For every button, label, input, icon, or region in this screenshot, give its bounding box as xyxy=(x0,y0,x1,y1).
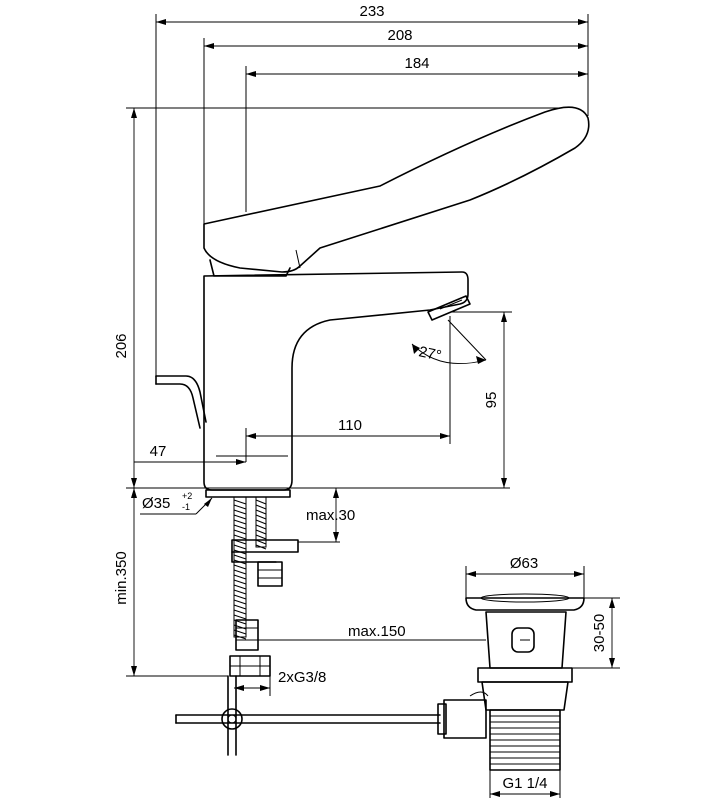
hose-braid-line xyxy=(233,594,247,600)
label-hose-flange: max.150 xyxy=(348,623,406,640)
hose-braid-line xyxy=(255,509,267,515)
label-base-diameter: Ø35 xyxy=(142,495,170,512)
hose-braid-line xyxy=(233,574,247,580)
hose-braid-line xyxy=(255,534,267,540)
label-connections: 2xG3/8 xyxy=(278,669,326,686)
hose-braid-line xyxy=(233,584,247,590)
label-waste-thread: G1 1/4 xyxy=(502,775,547,792)
hose-braid-line xyxy=(233,514,247,520)
label-waste-diameter: Ø63 xyxy=(510,555,538,572)
hose-braid-line xyxy=(233,604,247,610)
long-lever-handle xyxy=(203,106,590,277)
hose-braid-line xyxy=(233,614,247,620)
label-spout-height: 95 xyxy=(483,392,500,409)
dimension-labels: 233 208 184 206 95 110 47 Ø35 +2 -1 max.… xyxy=(113,3,608,792)
label-hose-length: min.350 xyxy=(113,551,130,604)
label-base-offset: 47 xyxy=(150,443,167,460)
hose-braid-line xyxy=(233,554,247,560)
hose-braid-line xyxy=(233,589,247,595)
hose-braid-line xyxy=(255,519,267,525)
label-spray-angle: 27° xyxy=(417,343,443,364)
hose-braid-line xyxy=(233,569,247,575)
label-total-width: 233 xyxy=(359,3,384,20)
label-deck-thickness: max.30 xyxy=(306,507,355,524)
hose-braid-line xyxy=(233,534,247,540)
supply-hoses xyxy=(229,496,299,677)
label-base-tol-minus: -1 xyxy=(182,502,190,512)
hose-braid-line xyxy=(255,504,267,510)
hose-braid-line xyxy=(255,529,267,535)
hose-braid-line xyxy=(233,544,247,550)
pop-up-waste xyxy=(437,593,585,771)
hose-braid-line xyxy=(233,564,247,570)
hose-braid-line xyxy=(233,599,247,605)
hose-braid-line xyxy=(233,529,247,535)
pull-rod xyxy=(175,675,441,756)
label-total-height: 206 xyxy=(113,333,130,358)
hose-braid-line xyxy=(255,524,267,530)
drain-lever xyxy=(155,375,207,429)
dimension-lines xyxy=(126,14,620,798)
hose-braid-line xyxy=(233,504,247,510)
label-spout-projection: 110 xyxy=(338,417,362,434)
hose-braid-line xyxy=(233,499,247,505)
hose-braid-line xyxy=(255,499,267,505)
label-lever-reach: 184 xyxy=(404,55,429,72)
label-base-tol-plus: +2 xyxy=(182,491,192,501)
hose-braid-line xyxy=(233,519,247,525)
hose-braid-line xyxy=(233,579,247,585)
label-waste-range: 30-50 xyxy=(591,614,608,652)
label-handle-reach: 208 xyxy=(387,27,412,44)
hose-braid-line xyxy=(233,509,247,515)
dimension-arrows xyxy=(131,19,615,797)
hose-braid-line xyxy=(233,609,247,615)
hose-braid-line xyxy=(255,514,267,520)
mixer-body xyxy=(203,271,471,498)
hose-braid-line xyxy=(233,524,247,530)
hose-braid-line xyxy=(255,544,267,550)
